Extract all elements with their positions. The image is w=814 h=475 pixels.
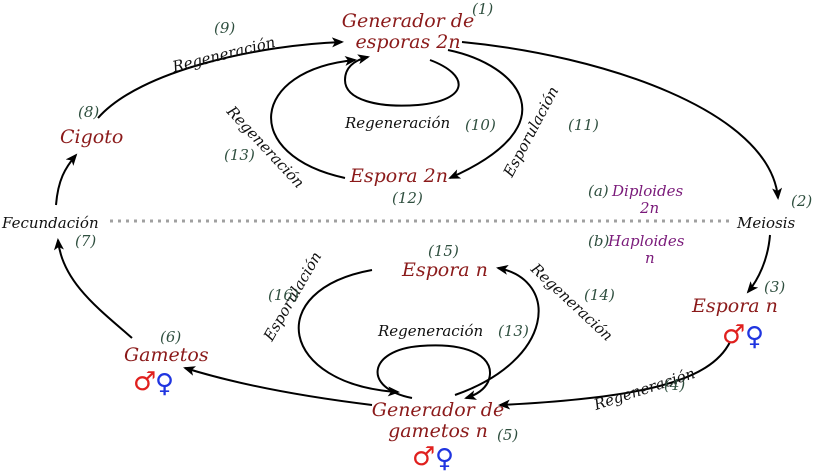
node-espora-n-center: Espora n [401,259,488,281]
number-14: (14) [584,286,615,304]
phase-diploid-ploidy: 2n [639,199,659,217]
edge-label-regeneracion-10: Regeneración [344,114,450,132]
arrow-fecundacion-to-cigoto [55,153,78,206]
number-10: (10) [465,116,496,134]
phase-haploid-ploidy: n [645,249,655,267]
male-symbol-right: ♂ [722,320,745,350]
node-espora-n-right: Espora n [691,295,778,317]
arrow-generador-to-meiosis [461,41,783,200]
number-13-lower: (13) [498,322,529,340]
edge-label-regeneracion-9: Regeneración [170,33,277,76]
number-16: (16) [268,286,299,304]
arrow-generador-self-loop [343,54,460,107]
arrow-generador-to-espora-2n [447,49,524,179]
arrow-cigoto-to-generador [97,37,344,119]
number-9: (9) [214,19,235,37]
number-7: (7) [75,232,96,250]
arrow-gametos-to-fecundacion [53,238,133,339]
arrow-espora-to-generador-gametos [498,341,731,410]
number-3: (3) [764,278,785,296]
phase-diploid-name: Diploides [611,182,684,200]
node-cigoto: Cigoto [60,126,123,148]
node-meiosis: Meiosis [736,214,796,232]
node-espora-2n: Espora 2n [349,165,448,187]
number-5: (5) [497,426,518,444]
number-15: (15) [428,242,459,260]
male-symbol-left: ♂ [133,367,156,397]
node-gametos: Gametos [124,344,209,366]
number-1: (1) [472,0,493,18]
edge-label-regeneracion-13-lower: Regeneración [377,322,483,340]
arrow-meiosis-to-espora [746,234,771,294]
phase-haploid-name: Haploides [607,232,685,250]
number-12: (12) [392,189,423,207]
node-fecundacion: Fecundación [1,214,99,232]
number-6: (6) [160,328,181,346]
number-8: (8) [78,103,99,121]
male-symbol-center: ♂ [412,442,435,472]
node-generador-esporas-line2: esporas 2n [355,31,460,53]
number-4: (4) [664,376,685,394]
female-symbol-left: ♀ [155,369,174,399]
node-generador-gametos-line1: Generador de [372,399,504,421]
arrow-espora-n-to-generador-gametos [297,269,400,397]
node-generador-gametos-line2: gametos n [388,420,488,442]
edge-label-esporulacion-11: Esporulación [499,83,562,180]
node-generador-esporas-line1: Generador de [342,10,474,32]
number-2: (2) [791,192,812,210]
female-symbol-right: ♀ [745,322,764,352]
number-11: (11) [568,116,599,134]
arrow-generador-to-gametos [183,366,373,406]
female-symbol-center: ♀ [435,444,454,474]
number-13-upper: (13) [224,146,255,164]
phase-haploid-letter: (b) [588,232,609,250]
arrow-generador-gametos-self-loop [376,344,491,400]
arrow-espora-2n-to-generador [270,55,357,179]
phase-diploid-letter: (a) [588,182,609,200]
